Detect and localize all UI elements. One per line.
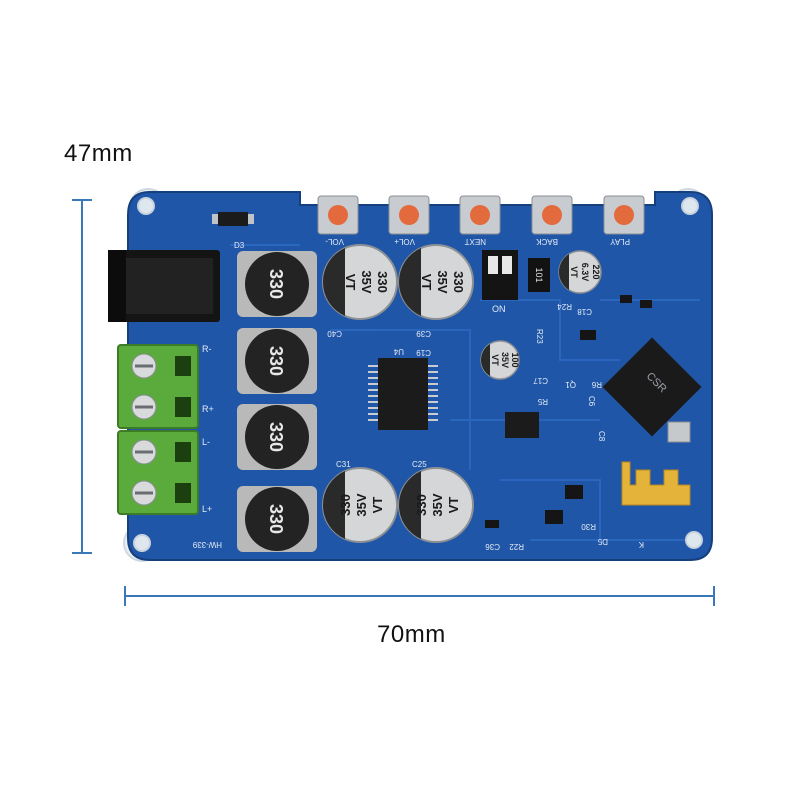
push-buttons [317,195,645,235]
inductor-marking: 330 [266,346,286,376]
silkscreen-label: C19 [416,348,431,357]
silkscreen-label: C31 [336,460,351,469]
button-label: VOL+ [394,237,415,246]
silkscreen-label: D3 [234,241,245,250]
silkscreen-label: C17 [533,376,548,385]
inductor: 330 [237,486,317,552]
capacitor-series: VT [343,274,358,291]
inductor-marking: 330 [266,269,286,299]
capacitor-voltage: 35V [435,270,450,293]
button-label: NEXT [465,237,486,246]
small-capacitors: 100 35V VT 220 6.3V VT [480,250,602,380]
button-label: PLAY [609,237,630,246]
model-label: HW-339 [192,540,222,549]
switch-label: ON [492,304,506,314]
screw-terminals [117,344,199,515]
bluetooth-chip: CSR [602,337,702,437]
height-dimension-line [72,199,92,554]
button-label: BACK [536,237,558,246]
silkscreen-label: R+ [202,404,214,414]
inductor: 330 [237,328,317,394]
screw-terminal [117,430,199,515]
height-dimension-label: 47mm [64,140,133,167]
silkscreen-label: R23 [535,329,544,344]
push-button [388,195,430,235]
silkscreen-label: C6 [587,396,596,407]
soic-chip [505,412,539,438]
silkscreen-label: Q1 [565,380,576,389]
capacitor: 330 35V VT [398,244,474,320]
silkscreen-label: R6 [591,380,602,389]
silkscreen-label: D5 [597,537,608,546]
capacitor-series: VT [419,274,434,291]
capacitor-value: 330 [375,271,390,293]
inductor-marking: 330 [266,422,286,452]
silkscreen-label: C25 [412,460,427,469]
capacitor-value: 220 [591,264,601,279]
silkscreen-label: L- [202,437,210,447]
capacitor-series: VT [446,497,461,514]
large-capacitors: 330 35V VT 330 35V VT 330 35V VT [322,244,474,543]
capacitor-voltage: 35V [430,493,445,516]
capacitor-voltage: 35V [359,270,374,293]
silkscreen-label: R30 [581,522,596,531]
push-button [459,195,501,235]
silkscreen-label: C40 [327,329,342,338]
silkscreen-label: C39 [416,329,431,338]
capacitor: 220 6.3V VT [558,250,602,294]
width-dimension-line [124,586,715,606]
capacitor: 330 35V VT [322,244,398,320]
capacitor-voltage: 35V [500,352,510,368]
crystal [667,421,691,443]
capacitor-series: VT [569,266,579,278]
screw-terminal [117,344,199,429]
button-silkscreen: VOL- VOL+ NEXT BACK PLAY [325,237,630,246]
inductor-marking: 330 [266,504,286,534]
diode [212,212,254,226]
inductor: 330 [237,251,317,317]
silkscreen-label: L+ [202,504,212,514]
button-label: VOL- [325,237,344,246]
smd-components [485,295,652,528]
amplifier-ic [368,358,438,430]
capacitor: 100 35V VT [480,340,520,380]
push-button [531,195,573,235]
capacitor: 330 35V VT [398,467,474,543]
dc-power-jack [108,250,220,322]
dip-switch: ON [482,250,518,314]
capacitor-value: 100 [510,352,520,367]
inductor: 330 [237,404,317,470]
silkscreen-label: C8 [597,431,606,442]
capacitor-series: VT [370,497,385,514]
capacitor-value: 330 [338,494,353,516]
pcb-antenna [621,461,691,506]
silkscreen-label: R- [202,344,212,354]
inductors: 330 330 330 330 [237,251,317,552]
push-button [317,195,359,235]
silkscreen-label: K [638,540,644,549]
resistor-marking: 101 [534,267,544,282]
silkscreen-label: C18 [577,307,592,316]
width-dimension-label: 70mm [377,621,446,648]
silkscreen-label: R5 [537,397,548,406]
capacitor-voltage: 6.3V [580,263,590,282]
capacitor-value: 330 [414,494,429,516]
push-button [603,195,645,235]
capacitor: 330 35V VT [322,467,398,543]
silkscreen-label: U4 [393,347,404,356]
capacitor-voltage: 35V [354,493,369,516]
silkscreen-label: R22 [509,542,524,551]
silkscreen-label: C36 [485,542,500,551]
silkscreen-labels: D3 C40 C39 C19 C31 C25 C36 C17 R23 R24 C… [192,241,644,551]
capacitor-value: 330 [451,271,466,293]
capacitor-series: VT [490,354,500,366]
resistor: 101 [528,258,550,292]
silkscreen-label: R24 [557,302,572,311]
terminal-silkscreen: R- R+ L- L+ [202,344,214,514]
